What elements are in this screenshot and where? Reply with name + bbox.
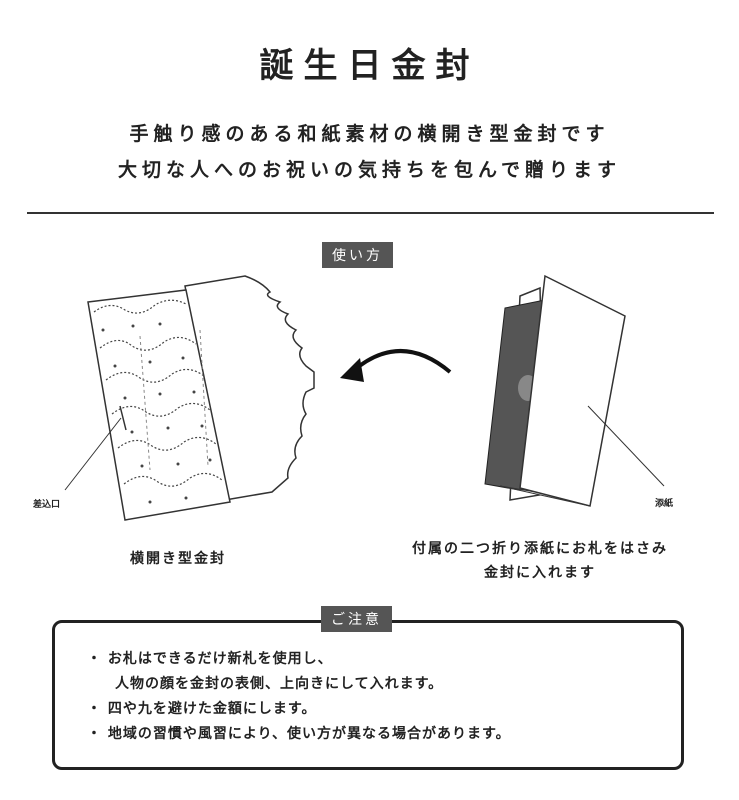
note-item: 四や九を避けた金額にします。 (101, 697, 681, 722)
caution-notes-box: お札はできるだけ新札を使用し、 人物の顔を金封の表側、上向きにして入れます。 四… (52, 620, 684, 770)
wave-pattern (93, 299, 223, 487)
envelope-front (87, 289, 231, 521)
caution-label: ご注意 (321, 606, 392, 632)
note-item: 地域の習慣や風習により、使い方が異なる場合があります。 (101, 722, 681, 747)
page-title: 誕生日金封 (259, 46, 480, 86)
right-caption: 付属の二つ折り添紙にお札をはさみ 金封に入れます (370, 537, 710, 585)
folded-sheet-illustration (484, 274, 626, 507)
slot-label: 差込口 (33, 500, 61, 510)
right-caption-line-2: 金封に入れます (484, 565, 596, 581)
right-caption-line-1: 付属の二つ折り添紙にお札をはさみ (412, 541, 668, 557)
dot-pattern (101, 322, 212, 504)
arrow-icon (350, 349, 452, 374)
left-caption: 横開き型金封 (130, 551, 226, 567)
slot-leader-line (64, 417, 122, 491)
notes-list: お札はできるだけ新札を使用し、 人物の顔を金封の表側、上向きにして入れます。 四… (55, 623, 681, 747)
sheet-leader-line (587, 405, 665, 487)
intro-text: 手触り感のある和紙素材の横開き型金封です 大切な人へのお祝いの気持ちを包んで贈り… (0, 116, 739, 188)
divider (27, 212, 714, 214)
sheet-front (519, 274, 626, 507)
note-item: お札はできるだけ新札を使用し、 人物の顔を金封の表側、上向きにして入れます。 (101, 647, 681, 697)
howto-label: 使い方 (322, 242, 393, 268)
sheet-label: 添紙 (655, 499, 674, 509)
intro-line-2: 大切な人へのお祝いの気持ちを包んで贈ります (117, 159, 622, 181)
intro-line-1: 手触り感のある和紙素材の横開き型金封です (129, 123, 610, 145)
